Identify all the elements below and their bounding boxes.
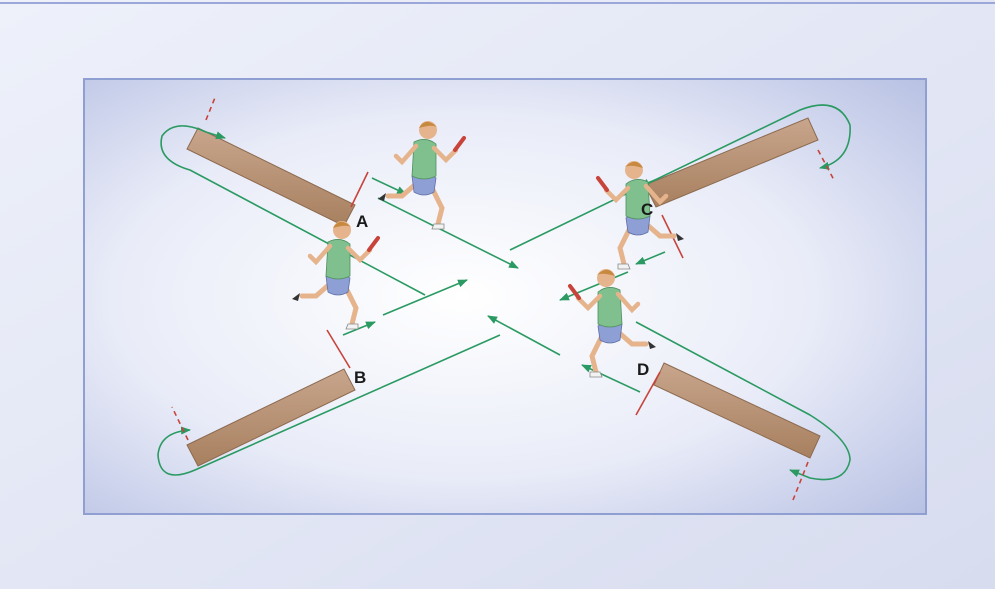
start-box-c	[644, 117, 819, 208]
start-mark-d	[792, 461, 809, 501]
path-loop-d	[635, 321, 851, 481]
arrow-a-to-center	[377, 197, 519, 269]
arrow-d-lower	[581, 364, 641, 393]
path-loop-a	[160, 125, 426, 296]
arrow-d-to-center	[487, 315, 561, 356]
path-loop-c	[509, 104, 851, 251]
arrow-b-to-center	[382, 279, 468, 316]
label-d: D	[637, 360, 649, 379]
exchange-line-a	[350, 171, 369, 208]
arrow-a-upper	[371, 177, 407, 195]
path-arrow-a-start	[205, 131, 226, 140]
start-box-b	[186, 368, 356, 467]
arrow-c-upper	[635, 251, 666, 265]
exchange-line-b	[326, 329, 351, 369]
arrow-b-lower	[342, 321, 376, 336]
running-paths	[157, 104, 851, 481]
start-mark-c	[817, 149, 835, 181]
label-c: C	[641, 200, 653, 219]
label-a: A	[356, 212, 368, 231]
exchange-line-d	[635, 371, 661, 416]
start-mark-b	[171, 406, 189, 441]
start-mark-a	[205, 94, 217, 121]
arrow-c-to-center	[559, 271, 629, 301]
path-loop-b	[157, 334, 501, 476]
label-b: B	[354, 368, 366, 387]
